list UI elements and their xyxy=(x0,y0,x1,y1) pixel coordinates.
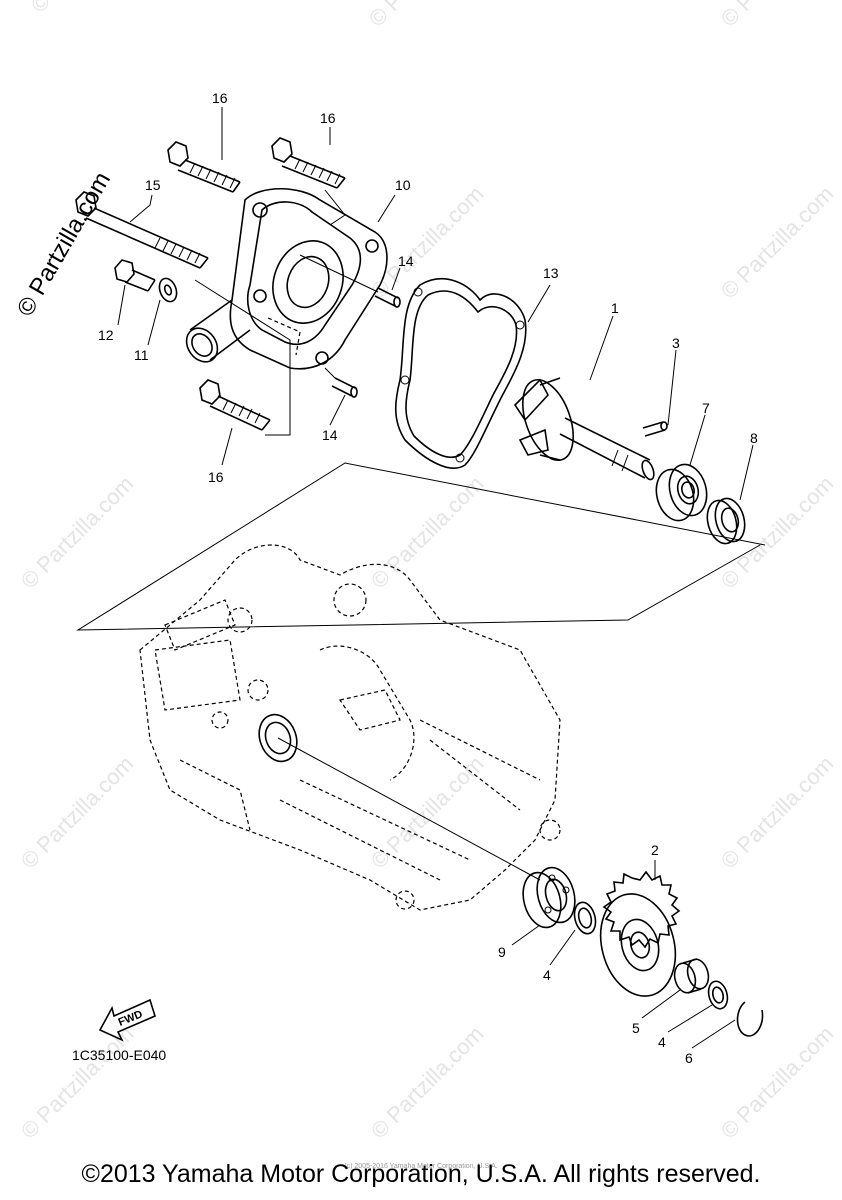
washer-11 xyxy=(158,277,178,303)
callout-6: 6 xyxy=(685,1050,693,1066)
watermark-text: © Partzilla.com xyxy=(716,0,839,32)
bolt-12 xyxy=(114,259,156,292)
leader-lines xyxy=(117,107,754,1049)
dowel-pin-14-lower xyxy=(324,367,358,398)
bearing-9 xyxy=(522,866,576,929)
bolt-15 xyxy=(75,191,209,269)
callout-7: 7 xyxy=(702,400,710,416)
callout-15: 15 xyxy=(145,177,161,193)
watermark-text: © Partzilla.com xyxy=(16,751,139,874)
pump-housing-10 xyxy=(185,187,388,370)
watermark-text: © Partzilla.com xyxy=(366,751,489,874)
diagram-code: 1C35100-E040 xyxy=(72,1047,166,1063)
watermark-text: © Partzilla.com xyxy=(26,0,149,18)
callout-13: 13 xyxy=(543,265,559,281)
watermark-text: © Partzilla.com xyxy=(716,181,839,304)
fwd-label: FWD xyxy=(117,1008,145,1029)
washer-4-left xyxy=(573,901,597,935)
dowel-pin-14-upper xyxy=(299,254,401,308)
callout-9: 9 xyxy=(498,944,506,960)
watermark-text: © Partzilla.com xyxy=(16,471,139,594)
impeller-shaft-1 xyxy=(513,377,655,481)
watermark-text: © Partzilla.com xyxy=(366,1021,489,1144)
callout-16: 16 xyxy=(208,469,224,485)
callout-3: 3 xyxy=(672,335,680,351)
callout-4: 4 xyxy=(658,1034,666,1050)
footer-copyright: ©2013 Yamaha Motor Corporation, U.S.A. A… xyxy=(81,1160,761,1188)
callout-2: 2 xyxy=(651,842,659,858)
watermark-text: © Partzilla.com xyxy=(716,1021,839,1144)
circlip-6 xyxy=(736,1001,764,1037)
watermark-layer: © Partzilla.com © Partzilla.com © Partzi… xyxy=(16,0,839,1144)
bolt-16-top-left xyxy=(167,141,241,193)
callout-14: 14 xyxy=(398,253,414,269)
pin-3 xyxy=(642,421,668,437)
watermark-text: © Partzilla.com xyxy=(364,0,487,32)
washer-4-right xyxy=(707,980,729,1010)
callout-16: 16 xyxy=(320,110,336,126)
callout-8: 8 xyxy=(750,430,758,446)
collar-5 xyxy=(673,958,710,994)
callout-1: 1 xyxy=(611,300,619,316)
bolt-16-bottom xyxy=(199,379,271,431)
callout-14: 14 xyxy=(322,427,338,443)
callout-11: 11 xyxy=(134,347,149,363)
bolt-16-top-right xyxy=(271,137,346,189)
callout-16: 16 xyxy=(212,90,228,106)
watermark-text: © Partzilla.com xyxy=(716,751,839,874)
gasket-13 xyxy=(394,278,527,469)
callout-12: 12 xyxy=(98,327,114,343)
crankcase-outline xyxy=(139,544,561,911)
watermark-text: © Partzilla.com xyxy=(366,471,489,594)
small-copyright: (c) 2005-2016 Yamaha Motor Corporation, … xyxy=(344,1163,498,1170)
callout-labels: 16 16 15 10 14 13 1 12 3 11 7 14 8 16 2 … xyxy=(98,90,758,1066)
callout-4: 4 xyxy=(543,967,551,983)
assembly-frame xyxy=(76,462,766,631)
bearing-7 xyxy=(655,463,708,522)
callout-10: 10 xyxy=(395,177,411,193)
watermark-text: © Partzilla.com xyxy=(716,471,839,594)
callout-5: 5 xyxy=(632,1020,640,1036)
oil-seal-8 xyxy=(706,497,746,545)
impeller-gear-2 xyxy=(599,870,681,997)
partzilla-watermark: © Partzilla.com xyxy=(12,167,116,321)
